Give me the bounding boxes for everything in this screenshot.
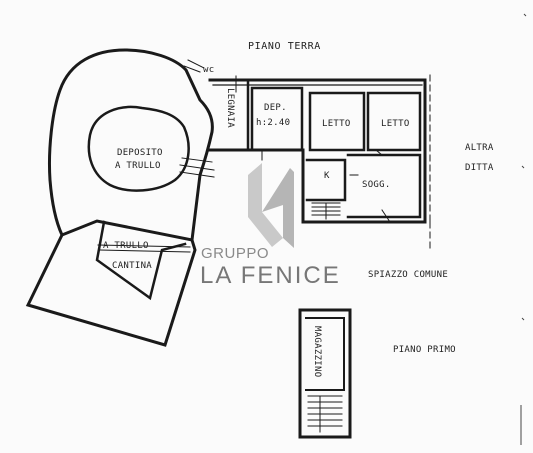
ground-floor-title: PIANO TERRA: [248, 41, 321, 52]
trullo-label: A TRULLO: [103, 241, 149, 251]
letto-1-room: [308, 91, 366, 152]
first-floor-title: PIANO PRIMO: [393, 345, 456, 355]
magazzino-label: MAGAZZINO: [312, 326, 322, 377]
common-area-label: SPIAZZO COMUNE: [368, 270, 448, 280]
letto-1-label: LETTO: [322, 119, 351, 129]
dep-room: [250, 86, 304, 152]
magazzino-inner: [305, 317, 345, 391]
trullo-opening: [179, 157, 215, 178]
magazzino-stairs: [307, 395, 343, 433]
dep-height-label: h:2.40: [256, 118, 290, 128]
watermark-logo: GRUPPO LA FENICE: [200, 163, 341, 289]
neighbor-label-2: DITTA: [465, 163, 494, 173]
logo-shape-right: [262, 168, 294, 248]
logo-shape-left: [248, 163, 283, 247]
soggiorno-label: SOGG.: [362, 180, 391, 190]
cantina-inner-wall: [95, 220, 187, 301]
letto-2-label: LETTO: [381, 119, 410, 129]
deposito-label-1: DEPOSITO: [117, 148, 163, 158]
trullo-inner-wall: [87, 105, 190, 192]
ground-stairs: [311, 202, 341, 220]
kitchen-label: K: [324, 171, 330, 181]
soggiorno-room: [346, 153, 422, 219]
letto-2-room: [366, 91, 422, 152]
cantina-label: CANTINA: [112, 261, 152, 271]
legnaia-label: LEGNAIA: [225, 88, 235, 128]
cantina-connector: [61, 220, 191, 253]
cantina-outer-wall: [25, 232, 197, 347]
magazzino-outer: [298, 308, 352, 439]
walls: [25, 48, 431, 439]
deposito-label-2: A TRULLO: [115, 161, 161, 171]
kitchen-room: [305, 158, 347, 202]
labels: PIANO TERRA wc LEGNAIA DEP. h:2.40 LETTO…: [103, 41, 494, 377]
logo-gruppo-text: GRUPPO: [201, 245, 269, 262]
wc-label: wc: [203, 65, 214, 75]
dep-label: DEP.: [264, 103, 287, 113]
trullo-outer-wall: [48, 48, 214, 242]
neighbor-label-1: ALTRA: [465, 143, 494, 153]
door-marks: [235, 75, 391, 223]
edge-marks: [520, 13, 527, 445]
logo-lafenice-text: LA FENICE: [200, 262, 341, 289]
trullo-opening-2: [183, 59, 205, 73]
